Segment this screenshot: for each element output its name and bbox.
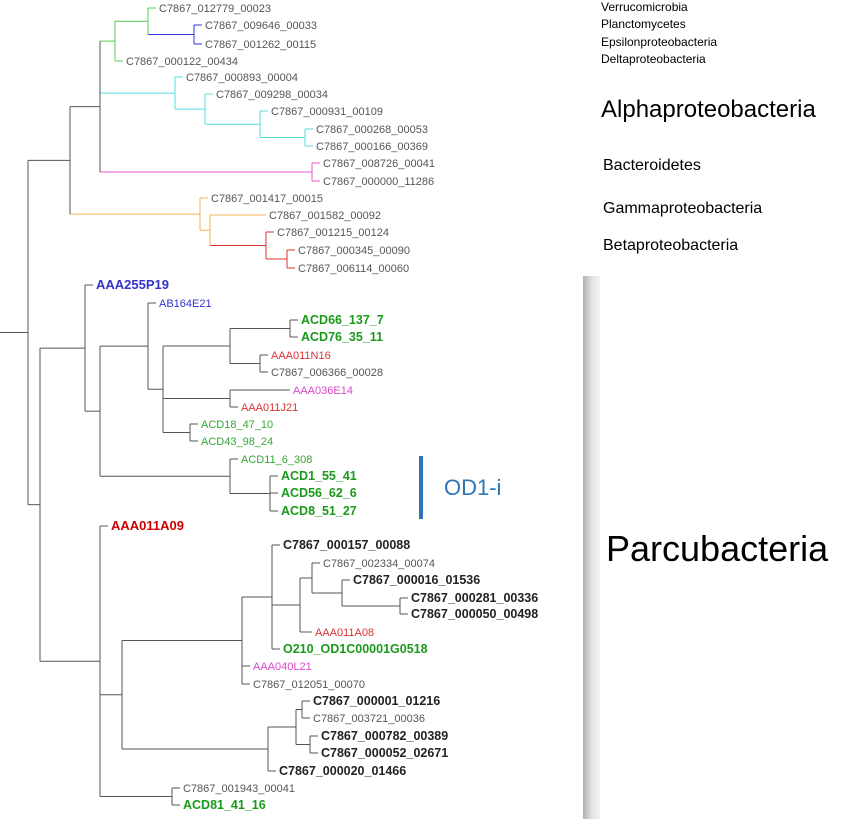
leaf-label: C7867_002334_00074 bbox=[323, 558, 435, 570]
leaf-label: C7867_012779_00023 bbox=[159, 3, 271, 15]
leaf-label: ACD8_51_27 bbox=[281, 504, 357, 518]
leaf-label: C7867_000020_01466 bbox=[279, 764, 406, 778]
leaf-label: C7867_001417_00015 bbox=[211, 193, 323, 205]
leaf-label: C7867_000000_11286 bbox=[323, 176, 434, 188]
leaf-label: C7867_006366_00028 bbox=[271, 367, 383, 379]
leaf-label: C7867_000345_00090 bbox=[298, 245, 410, 257]
leaf-label: C7867_000122_00434 bbox=[126, 56, 238, 68]
leaf-label: AB164E21 bbox=[159, 298, 212, 310]
leaf-label: ACD11_6_308 bbox=[241, 454, 312, 466]
leaf-label: C7867_000782_00389 bbox=[321, 729, 448, 743]
clade-label-parcubacteria: Parcubacteria bbox=[606, 528, 829, 569]
leaf-label: AAA011N16 bbox=[271, 350, 331, 362]
leaf-label: C7867_000050_00498 bbox=[411, 607, 538, 621]
leaf-label: C7867_000893_00004 bbox=[186, 72, 298, 84]
leaf-label: C7867_000166_00369 bbox=[316, 141, 428, 153]
leaf-label: ACD76_35_11 bbox=[301, 330, 383, 344]
leaf-label: AAA036E14 bbox=[293, 385, 353, 397]
leaf-label: C7867_009646_00033 bbox=[205, 20, 317, 32]
clade-label-gammaproteobacteria: Gammaproteobacteria bbox=[603, 200, 762, 217]
leaf-label: AAA011A08 bbox=[315, 627, 374, 639]
leaf-label: AAA040L21 bbox=[253, 661, 312, 673]
leaf-label: C7867_003721_00036 bbox=[313, 713, 425, 725]
leaf-label: C7867_012051_00070 bbox=[253, 679, 365, 691]
tree-branches bbox=[0, 7, 408, 806]
leaf-label: C7867_001215_00124 bbox=[277, 227, 389, 239]
leaf-label: ACD56_62_6 bbox=[281, 486, 357, 500]
leaf-label: C7867_000016_01536 bbox=[353, 573, 480, 587]
leaf-label: C7867_000931_00109 bbox=[271, 106, 383, 118]
leaf-label: AAA011J21 bbox=[241, 402, 298, 414]
clade-label-od1i: OD1-i bbox=[444, 475, 501, 500]
leaf-label: ACD43_98_24 bbox=[201, 436, 273, 448]
leaf-label: C7867_008726_00041 bbox=[323, 158, 435, 170]
leaf-label: AAA011A09 bbox=[111, 518, 184, 533]
clade-label-verrucomicrobia: Verrucomicrobia bbox=[601, 0, 688, 14]
clade-label-betaproteobacteria: Betaproteobacteria bbox=[603, 237, 738, 254]
leaf-label: C7867_006114_00060 bbox=[298, 263, 409, 275]
clade-label-alphaproteobacteria: Alphaproteobacteria bbox=[601, 96, 816, 123]
leaf-label: ACD18_47_10 bbox=[201, 419, 273, 431]
clade-label-epsilonproteobacteria: Epsilonproteobacteria bbox=[601, 35, 717, 49]
parcubacteria-bar bbox=[583, 276, 600, 819]
leaf-label: C7867_000281_00336 bbox=[411, 591, 538, 605]
leaf-label: C7867_000001_01216 bbox=[313, 694, 440, 708]
clade-label-bacteroidetes: Bacteroidetes bbox=[603, 157, 701, 174]
leaf-label: C7867_001582_00092 bbox=[269, 210, 381, 222]
leaf-label: AAA255P19 bbox=[96, 277, 169, 292]
clade-label-deltaproteobacteria: Deltaproteobacteria bbox=[601, 52, 706, 66]
leaf-label: ACD66_137_7 bbox=[301, 313, 384, 327]
leaf-label: C7867_000157_00088 bbox=[283, 538, 410, 552]
clade-label-planctomycetes: Planctomycetes bbox=[601, 17, 686, 31]
leaf-label: ACD1_55_41 bbox=[281, 469, 357, 483]
leaf-label: O210_OD1C00001G0518 bbox=[283, 642, 428, 656]
leaf-label: C7867_000052_02671 bbox=[321, 746, 448, 760]
leaf-labels: C7867_012779_00023C7867_009646_00033C786… bbox=[96, 3, 538, 812]
leaf-label: ACD81_41_16 bbox=[183, 798, 266, 812]
leaf-label: C7867_009298_00034 bbox=[216, 89, 328, 101]
leaf-label: C7867_001262_00115 bbox=[205, 39, 316, 51]
leaf-label: C7867_001943_00041 bbox=[183, 783, 295, 795]
leaf-label: C7867_000268_00053 bbox=[316, 124, 428, 136]
